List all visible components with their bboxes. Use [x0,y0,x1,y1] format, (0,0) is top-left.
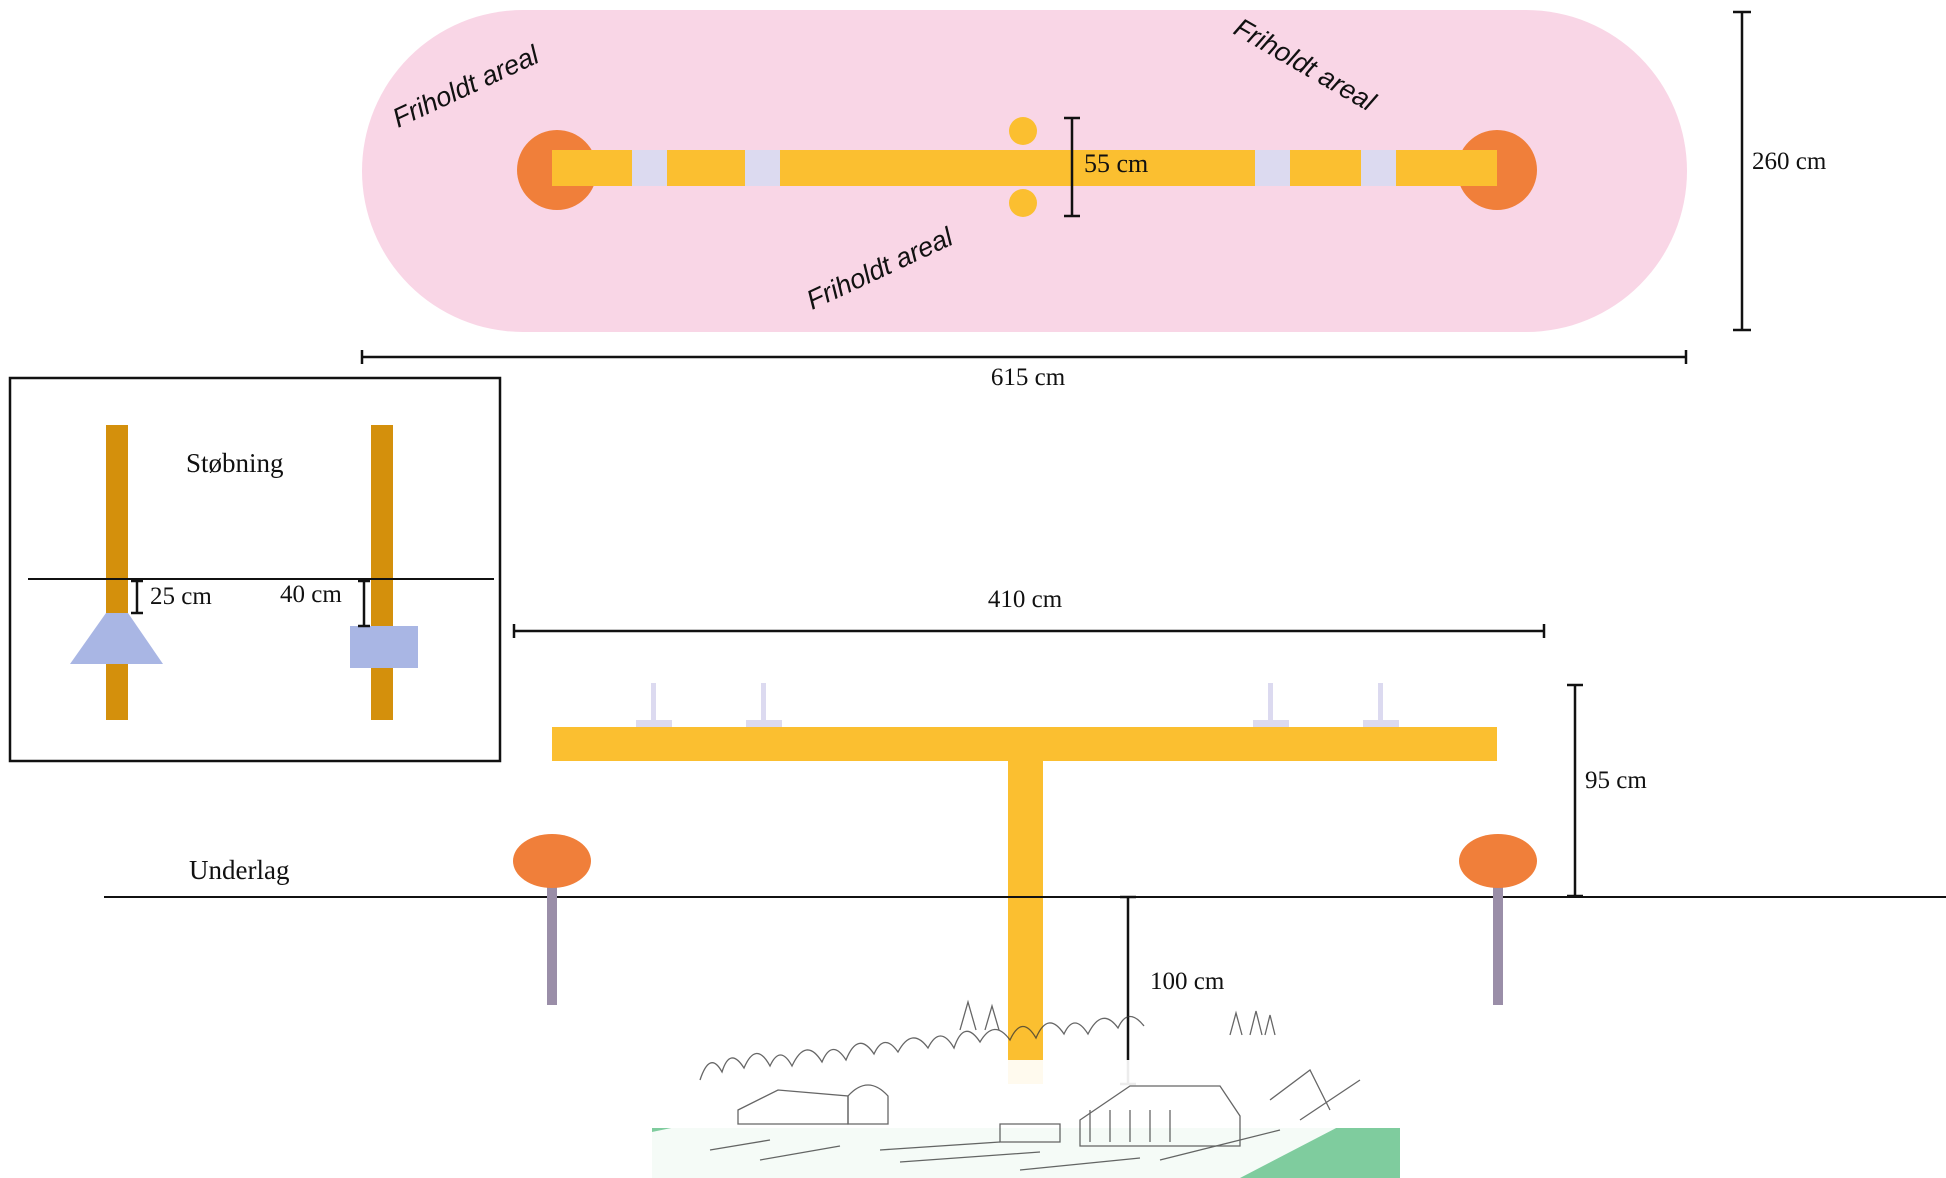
height-dimension-line [1733,10,1751,332]
left-bumper [513,834,591,888]
block-footing [350,626,418,668]
inset-title: Støbning [186,448,284,478]
cone-footing [70,613,163,664]
seat-bracket [745,150,780,186]
right-depth-label: 40 cm [280,581,342,608]
right-depth-line [358,579,370,628]
gap-dimension-line [1064,116,1080,218]
span-dimension-line [512,624,1546,638]
right-post [371,425,393,720]
seat-bracket [1361,150,1396,186]
ground-label: Underlag [189,855,289,885]
seat-handles [636,683,1399,732]
casting-inset: Støbning 25 cm 40 cm [8,376,502,763]
beam-height-label: 95 cm [1585,767,1647,794]
center-post [1008,760,1043,1084]
center-post-marker [1009,117,1037,145]
seesaw-beam [552,727,1497,761]
left-post [106,425,128,720]
farm-sketch-illustration [652,999,1400,1178]
seat-bracket [632,150,667,186]
span-dimension-label: 410 cm [988,586,1063,613]
post-depth-dimension-line [1120,895,1136,1086]
beam-height-dimension-line [1567,683,1583,898]
width-dimension-line [360,350,1688,364]
top-view: 55 cm Friholdt areal Friholdt areal Frih… [360,10,1827,391]
post-depth-label: 100 cm [1150,968,1225,995]
side-view: 410 cm Underlag 95 cm [104,586,1946,1178]
left-depth-line [131,579,143,615]
left-depth-label: 25 cm [150,583,212,610]
left-bumper-post [547,880,557,1005]
seat-bracket [1255,150,1290,186]
gap-dimension-label: 55 cm [1084,149,1148,178]
right-bumper-post [1493,880,1503,1005]
height-dimension-label: 260 cm [1752,148,1827,175]
width-dimension-label: 615 cm [991,364,1066,391]
top-beam [552,150,1497,186]
inset-frame [8,376,502,763]
right-bumper [1459,834,1537,888]
center-post-marker [1009,189,1037,217]
